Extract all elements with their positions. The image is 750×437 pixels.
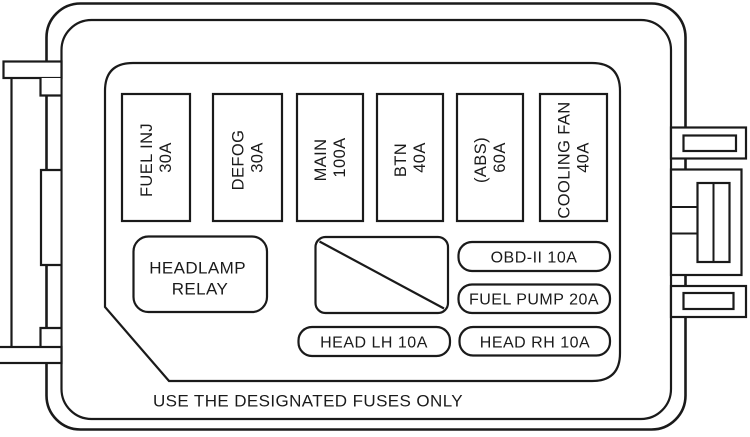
headlamp-relay: HEADLAMP RELAY	[132, 235, 269, 314]
fuse-slot-fuel-inj: FUEL INJ 30A	[120, 92, 192, 223]
left-connector-mid-fill	[41, 170, 61, 265]
mini-fuse-label-obd-ii: OBD-II 10A	[491, 250, 578, 267]
fuse-slot-box	[211, 92, 284, 223]
fuse-label-btn: BTN 40A	[392, 138, 429, 177]
left-connector-bottom-tab	[0, 345, 63, 365]
mini-fuse-box	[457, 240, 612, 273]
fuse-slot-box	[295, 92, 365, 223]
left-connector-notch-a	[39, 78, 62, 97]
fuse-slot-main: MAIN 100A	[295, 92, 365, 223]
headlamp-relay-label: HEADLAMP RELAY	[149, 259, 251, 299]
mini-fuse-label-fuel-pump: FUEL PUMP 20A	[469, 292, 599, 309]
right-connector-top-tab-slot	[682, 134, 738, 153]
fuse-label-defog: DEFOG 30A	[230, 125, 267, 191]
left-connector-notch-a-fill	[40, 78, 61, 96]
mini-fuse-box	[457, 283, 612, 315]
fuse-slot-box	[375, 92, 445, 223]
mini-fuse-head-lh: HEAD LH 10A	[297, 325, 452, 358]
mini-fuse-box	[458, 325, 612, 357]
headlamp-relay-box	[132, 235, 269, 314]
fuse-slot-cooling-fan: COOLING FAN 40A	[538, 92, 609, 223]
fuse-label-cooling-fan: COOLING FAN 40A	[556, 96, 593, 218]
fuse-slot-abs: (ABS) 60A	[455, 92, 525, 223]
mini-fuse-head-rh: HEAD RH 10A	[458, 325, 612, 357]
left-connector-mid-block	[39, 168, 62, 267]
left-connector-notch-b	[39, 326, 62, 347]
fuse-slot-defog: DEFOG 30A	[211, 92, 284, 223]
mini-fuse-label-head-lh: HEAD LH 10A	[320, 335, 428, 352]
left-connector	[0, 60, 63, 365]
right-connector	[669, 126, 748, 319]
fuse-label-fuel-inj: FUEL INJ 30A	[138, 118, 175, 197]
mini-fuse-box	[297, 325, 452, 358]
footer-note: USE THE DESIGNATED FUSES ONLY	[153, 392, 463, 411]
spare-slot-crossed	[314, 235, 450, 315]
left-connector-top-tab	[2, 60, 63, 80]
mini-fuse-obd-ii: OBD-II 10A	[457, 240, 612, 273]
right-connector-bottom-tab-slot	[682, 291, 735, 311]
left-connector-notch-b-fill	[40, 328, 61, 347]
fuse-slot-box	[120, 92, 192, 223]
fuse-label-main: MAIN 100A	[312, 134, 349, 182]
mini-fuse-label-head-rh: HEAD RH 10A	[480, 335, 590, 352]
fuse-slot-box	[538, 92, 609, 223]
fuse-label-abs: (ABS) 60A	[472, 132, 509, 183]
fuse-slot-btn: BTN 40A	[375, 92, 445, 223]
spare-slot-cross-line	[318, 240, 445, 310]
mini-fuse-fuel-pump: FUEL PUMP 20A	[457, 283, 612, 315]
fuse-slot-box	[455, 92, 525, 223]
